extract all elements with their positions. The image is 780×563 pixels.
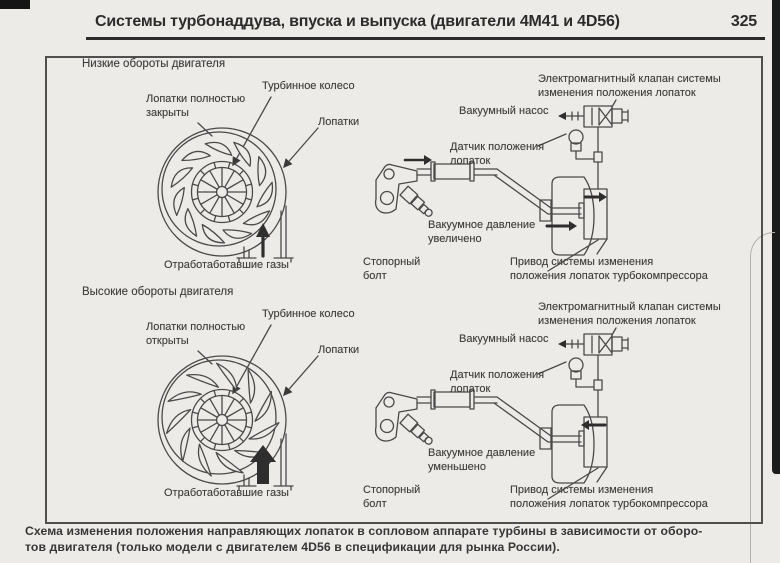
caption-line-2: тов двигателя (только модели с двигателе… bbox=[25, 539, 560, 554]
label-vanes-closed-1: Лопатки полностью bbox=[146, 93, 246, 105]
label-vacuum-decreased-2: уменьшено bbox=[428, 461, 486, 473]
label-position-sensor-2-1: Датчик положения bbox=[450, 369, 545, 381]
label-solenoid-valve-2-2: изменения положения лопаток bbox=[538, 315, 696, 327]
label-exhaust-gases-2: Отработаботавшие газы bbox=[164, 487, 289, 499]
label-position-sensor-2: лопаток bbox=[450, 155, 491, 167]
scan-edge-strip bbox=[772, 0, 780, 474]
label-actuator-2-2: положения лопаток турбокомпрессора bbox=[510, 498, 708, 510]
label-vanes: Лопатки bbox=[318, 116, 360, 128]
label-position-sensor-2-2: лопаток bbox=[450, 383, 491, 395]
label-vanes-2: Лопатки bbox=[318, 344, 360, 356]
label-vacuum-pump-2: Вакуумный насос bbox=[459, 333, 549, 345]
label-solenoid-valve-2-1: Электромагнитный клапан системы bbox=[538, 301, 721, 313]
label-stopper-bolt-2: болт bbox=[363, 270, 387, 282]
scan-corner-mark bbox=[0, 0, 30, 9]
header-rule bbox=[86, 37, 765, 40]
label-actuator-1: Привод системы изменения bbox=[510, 256, 654, 268]
label-vanes-open-2: открыты bbox=[146, 335, 189, 347]
label-stopper-bolt-2-1: Стопорный bbox=[363, 484, 421, 496]
label-vacuum-decreased-1: Вакуумное давление bbox=[428, 447, 536, 459]
label-solenoid-valve-2: изменения положения лопаток bbox=[538, 87, 696, 99]
section-high-rpm: Высокие обороты двигателя bbox=[82, 286, 234, 298]
label-vanes-open-1: Лопатки полностью bbox=[146, 321, 246, 333]
section-low-rpm: Низкие обороты двигателя bbox=[82, 58, 226, 70]
label-solenoid-valve-1: Электромагнитный клапан системы bbox=[538, 73, 721, 85]
label-vacuum-increased-2: увеличено bbox=[428, 233, 482, 245]
label-vanes-closed-2: закрыты bbox=[146, 107, 189, 119]
label-vacuum-pump: Вакуумный насос bbox=[459, 105, 549, 117]
label-turbine-wheel: Турбинное колесо bbox=[262, 80, 355, 92]
page-header: Системы турбонаддува, впуска и выпуска (… bbox=[95, 13, 757, 31]
figure-caption: Схема изменения положения направляющих л… bbox=[25, 524, 767, 555]
label-stopper-bolt-2-2: болт bbox=[363, 498, 387, 510]
label-actuator-2: положения лопаток турбокомпрессора bbox=[510, 270, 708, 282]
label-vacuum-increased-1: Вакуумное давление bbox=[428, 219, 536, 231]
page-number: 325 bbox=[730, 13, 757, 30]
label-position-sensor-1: Датчик положения bbox=[450, 141, 545, 153]
caption-line-1: Схема изменения положения направляющих л… bbox=[25, 524, 703, 538]
label-exhaust-gases: Отработаботавшие газы bbox=[164, 259, 289, 271]
label-stopper-bolt-1: Стопорный bbox=[363, 256, 421, 268]
figure-frame bbox=[45, 56, 763, 524]
page-title: Системы турбонаддува, впуска и выпуска (… bbox=[95, 13, 620, 30]
label-turbine-wheel-2: Турбинное колесо bbox=[262, 308, 355, 320]
label-actuator-2-1: Привод системы изменения bbox=[510, 484, 654, 496]
